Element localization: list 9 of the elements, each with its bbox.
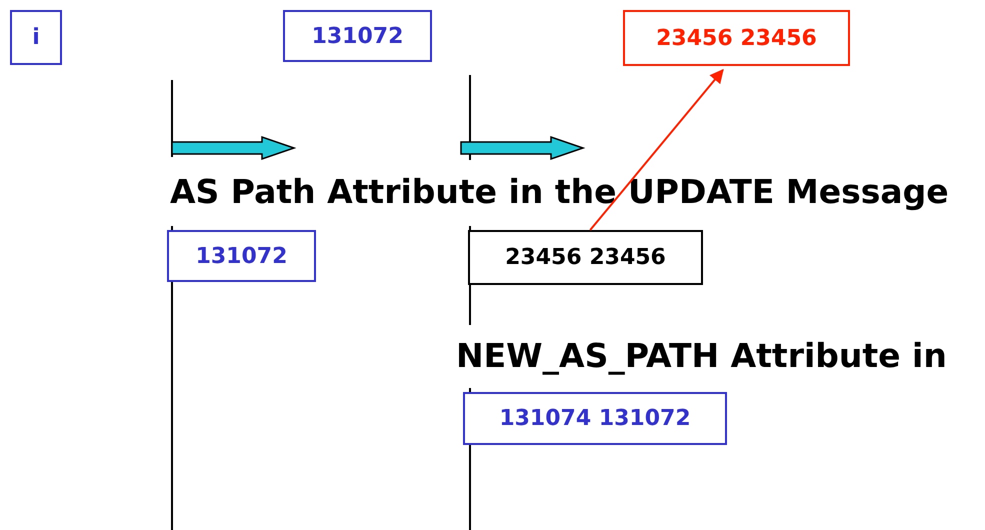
- arrow: [589, 68, 724, 231]
- value-box: 23456 23456: [623, 10, 850, 66]
- heading: NEW_AS_PATH Attribute in: [456, 336, 947, 375]
- value-box: 131072: [283, 10, 432, 62]
- value-box: 23456 23456: [468, 230, 703, 285]
- value-box: 131072: [167, 230, 316, 282]
- value-box: 131074 131072: [463, 392, 727, 445]
- value-box: i: [10, 10, 62, 65]
- heading: AS Path Attribute in the UPDATE Message: [170, 172, 949, 211]
